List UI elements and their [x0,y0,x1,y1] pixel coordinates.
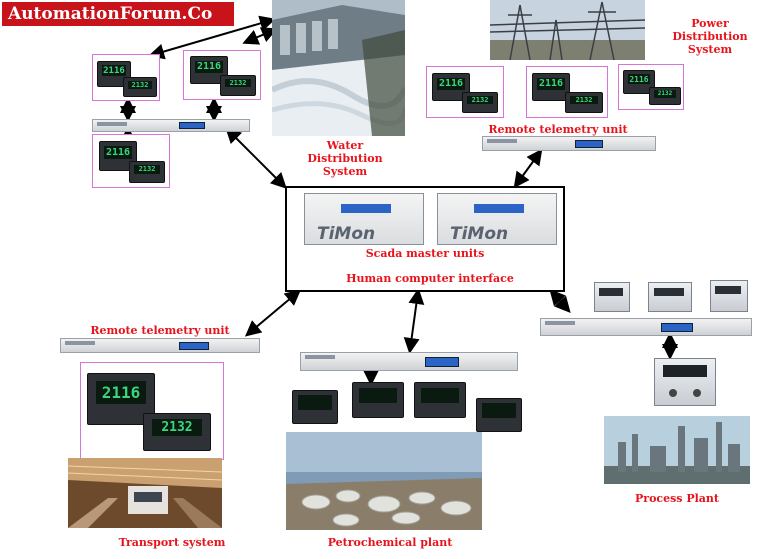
transport-system-label: Transport system [118,536,226,549]
controller-display [359,387,397,404]
petro-controller-2 [352,382,404,418]
arrow-water-rtu-to-master [225,127,287,189]
panel-controller: 2132 [220,75,256,96]
controller-display: 2116 [627,74,651,85]
controller-display: 2116 [437,77,465,90]
process-rtu [540,318,752,336]
controller-display: 2132 [134,164,160,174]
power-rtu [482,136,656,151]
controller-display: 2132 [653,90,677,98]
controller-display: 2116 [537,77,565,90]
petrochemical-plant-photo [286,432,482,530]
controller-panel-power-3: 2116 2132 [618,64,684,110]
master-brand-text: TiMon [450,224,509,244]
controller-display: 2132 [467,95,493,105]
controller-display [298,395,332,411]
power-distribution-label: Power Distribution System [672,17,748,56]
panel-controller: 2116 [432,73,470,101]
arrow-process-to-master [549,289,571,313]
arrow-water-to-panel2 [242,27,278,45]
arrow-water-to-panel1 [148,15,276,60]
process-plant-photo [604,416,750,484]
controller-panel-power-2: 2116 2132 [526,66,608,118]
controller-display: 2132 [151,419,203,436]
scada-master-unit-2: TiMon [437,193,557,245]
controller-display [482,403,516,419]
panel-controller: 2132 [565,92,603,113]
process-module-2 [648,282,692,312]
petro-controller-1 [292,390,338,424]
controller-panel-water-3: 2116 2132 [92,134,170,188]
controller-panel-water-1: 2116 2132 [92,54,160,101]
controller-display: 2116 [95,381,147,404]
petro-controller-3 [414,382,466,418]
panel-controller: 2132 [143,413,211,451]
process-recorder [654,358,716,406]
master-brand-text: TiMon [317,224,376,244]
hci-label: Human computer interface [346,272,514,285]
controller-display: 2116 [104,145,132,159]
panel-controller: 2116 [532,73,570,101]
petrochemical-rtu [300,352,518,371]
process-module-3 [710,280,748,312]
petrochemical-plant-label: Petrochemical plant [327,536,453,549]
controller-display [421,387,459,404]
controller-display: 2116 [195,60,223,73]
process-module-1 [594,282,630,312]
arrow-power-rtu-to-master [513,148,543,189]
transport-rtu [60,338,260,353]
train-station-photo [68,458,222,528]
arrow-transport-to-master [244,289,302,337]
water-dam-photo [272,0,405,136]
controller-panel-transport: 2116 2132 [80,362,224,460]
panel-controller: 2132 [462,92,498,113]
controller-display: 2132 [570,95,598,105]
arrow-petro-to-master [403,288,425,354]
power-lines-photo [490,0,645,60]
controller-panel-water-2: 2116 2132 [183,50,261,100]
controller-display: 2116 [101,65,127,77]
scada-master-label: Scada master units [365,247,485,260]
controller-display: 2132 [127,80,153,89]
water-rtu [92,119,250,132]
controller-panel-power-1: 2116 2132 [426,66,504,118]
panel-controller: 2132 [129,161,165,183]
water-distribution-label: Water Distribution System [307,139,383,178]
petro-controller-4 [476,398,522,432]
panel-controller: 2132 [649,87,681,105]
panel-controller: 2132 [123,77,157,97]
scada-master-unit-1: TiMon [304,193,424,245]
controller-display: 2132 [225,78,251,88]
process-plant-label: Process Plant [635,492,719,505]
